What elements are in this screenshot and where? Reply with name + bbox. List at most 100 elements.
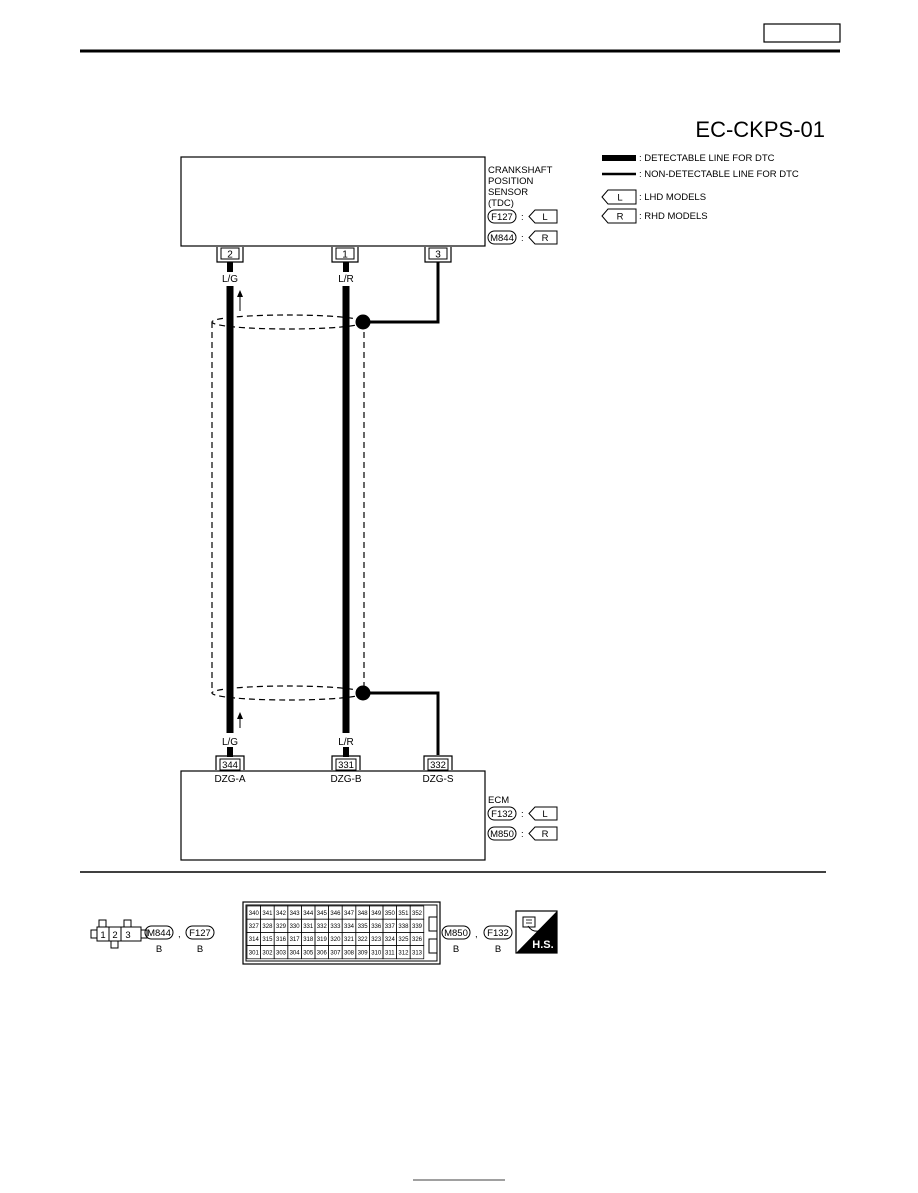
ecm-pin-label: 342 bbox=[276, 911, 287, 917]
ecm-pin-label: 347 bbox=[344, 911, 355, 917]
ecm-pin-label: 302 bbox=[262, 950, 273, 956]
ecm-pin-name: DZG-B bbox=[330, 774, 361, 785]
ecm-pin-label: 314 bbox=[249, 937, 260, 943]
ecm-pin-label: 340 bbox=[249, 911, 260, 917]
connector-oval-icon bbox=[487, 230, 517, 245]
diagram-title: EC-CKPS-01 bbox=[695, 117, 825, 142]
ecm-pin-label: 327 bbox=[249, 924, 260, 930]
ecm-pin-label: 344 bbox=[303, 911, 314, 917]
hand-connector-icon bbox=[522, 916, 545, 932]
ecm-pin-label: 332 bbox=[317, 924, 328, 930]
sensor-label: CRANKSHAFT POSITION SENSOR (TDC) bbox=[488, 165, 553, 209]
wire-shield-top bbox=[363, 262, 440, 324]
ecm-pin-label: 318 bbox=[303, 937, 314, 943]
ecm-pin-label: 306 bbox=[317, 950, 328, 956]
ecm-pin-label: 333 bbox=[330, 924, 341, 930]
connector-oval-icon bbox=[441, 925, 471, 940]
sensor-label-line: SENSOR bbox=[488, 187, 528, 198]
lhd-tag-shape bbox=[601, 189, 637, 205]
ecm-pin-label: 330 bbox=[290, 924, 301, 930]
legend-rhd-text: : RHD MODELS bbox=[639, 211, 708, 222]
ecm-pin-label: 313 bbox=[412, 950, 423, 956]
ecm-connector-ref-rhd: M850 : R bbox=[487, 826, 558, 841]
ecm-pin-label: 343 bbox=[290, 911, 301, 917]
pin-number: 2 bbox=[227, 250, 233, 261]
ecm-pin-label: 324 bbox=[385, 937, 396, 943]
shield-junction-bottom bbox=[355, 685, 371, 701]
rhd-tag-letter: R bbox=[617, 212, 624, 223]
sensor-view-color-1: B bbox=[156, 944, 162, 955]
ecm-pin-label: 348 bbox=[358, 911, 369, 917]
ecm-pin-label: 345 bbox=[317, 911, 328, 917]
connector-sep: : bbox=[521, 809, 524, 820]
ecm-pin-label: 352 bbox=[412, 911, 423, 917]
ecm-pin-label: 339 bbox=[412, 924, 423, 930]
shield-outline bbox=[211, 314, 365, 701]
ecm-view-conn-2: F132 bbox=[487, 928, 509, 939]
ecm-pin-label: 315 bbox=[262, 937, 273, 943]
sensor-label-line: (TDC) bbox=[488, 198, 514, 209]
ecm-pin-label: 309 bbox=[358, 950, 369, 956]
connector-oval-icon bbox=[487, 826, 517, 841]
ecm-label: ECM bbox=[488, 795, 509, 806]
pin-number: 332 bbox=[430, 760, 446, 771]
ecm-view-conn-1: M850 bbox=[444, 928, 468, 939]
ecm-pin-344: 344 bbox=[215, 755, 245, 771]
ecm-pin-label: 349 bbox=[371, 911, 382, 917]
lhd-tag-letter: L bbox=[617, 193, 622, 204]
connector-pin-label: 2 bbox=[112, 930, 117, 941]
ecm-pin-label: 334 bbox=[344, 924, 355, 930]
page-tab-box bbox=[763, 23, 841, 43]
ecm-pin-331: 331 bbox=[331, 755, 361, 771]
connector-oval-icon bbox=[144, 925, 174, 940]
ecm-pin-name: DZG-S bbox=[422, 774, 453, 785]
ecm-pin-label: 350 bbox=[385, 911, 396, 917]
crankshaft-sensor-box bbox=[180, 156, 486, 247]
ecm-pin-label: 346 bbox=[330, 911, 341, 917]
ecm-pin-name: DZG-A bbox=[214, 774, 245, 785]
ecm-view-comma: , bbox=[475, 929, 478, 940]
connector-pin-label: 1 bbox=[100, 930, 105, 941]
ecm-pin-label: 326 bbox=[412, 937, 423, 943]
sensor-connector-ref-lhd: F127 : L bbox=[487, 209, 558, 224]
ecm-pin-label: 322 bbox=[358, 937, 369, 943]
connector-oval-icon bbox=[487, 806, 517, 821]
rhd-tag-shape bbox=[601, 208, 637, 224]
connector-id: M850 bbox=[490, 829, 514, 840]
sensor-pin-3: 3 bbox=[424, 247, 452, 263]
ecm-pin-label: 341 bbox=[262, 911, 273, 917]
wire-color-a-top: L/G bbox=[222, 274, 238, 285]
ecm-pin-label: 325 bbox=[398, 937, 409, 943]
ecm-box bbox=[180, 770, 486, 861]
arrow-up-icon bbox=[237, 712, 243, 728]
legend-non-detectable-text: : NON-DETECTABLE LINE FOR DTC bbox=[639, 169, 799, 180]
connector-oval-icon bbox=[487, 209, 517, 224]
ecm-pin-label: 338 bbox=[398, 924, 409, 930]
ecm-pin-label: 336 bbox=[371, 924, 382, 930]
sensor-label-line: POSITION bbox=[488, 176, 534, 187]
sensor-view-comma: , bbox=[178, 929, 181, 940]
ecm-connector-face-outer bbox=[242, 901, 441, 965]
model-tag-letter: L bbox=[542, 809, 547, 820]
ecm-pin-label: 308 bbox=[344, 950, 355, 956]
harness-side-badge: H.S. bbox=[515, 910, 558, 954]
wire-color-b-bottom: L/R bbox=[338, 737, 354, 748]
ecm-connector-latch bbox=[428, 938, 438, 954]
ecm-pin-label: 312 bbox=[398, 950, 409, 956]
ecm-pin-label: 316 bbox=[276, 937, 287, 943]
ecm-pin-332: 332 bbox=[423, 755, 453, 771]
pin-number: 1 bbox=[342, 250, 348, 261]
ecm-connector-ref-lhd: F132 : L bbox=[487, 806, 558, 821]
ecm-pin-label: 301 bbox=[249, 950, 260, 956]
legend-detectable-text: : DETECTABLE LINE FOR DTC bbox=[639, 153, 775, 164]
ecm-connector-latch bbox=[428, 916, 438, 932]
ecm-pin-label: 337 bbox=[385, 924, 396, 930]
ecm-connector-face-inner bbox=[245, 904, 438, 962]
legend-lhd-text: : LHD MODELS bbox=[639, 192, 706, 203]
connector-oval-icon bbox=[185, 925, 215, 940]
ecm-pin-label: 321 bbox=[344, 937, 355, 943]
ecm-pin-label: 328 bbox=[262, 924, 273, 930]
